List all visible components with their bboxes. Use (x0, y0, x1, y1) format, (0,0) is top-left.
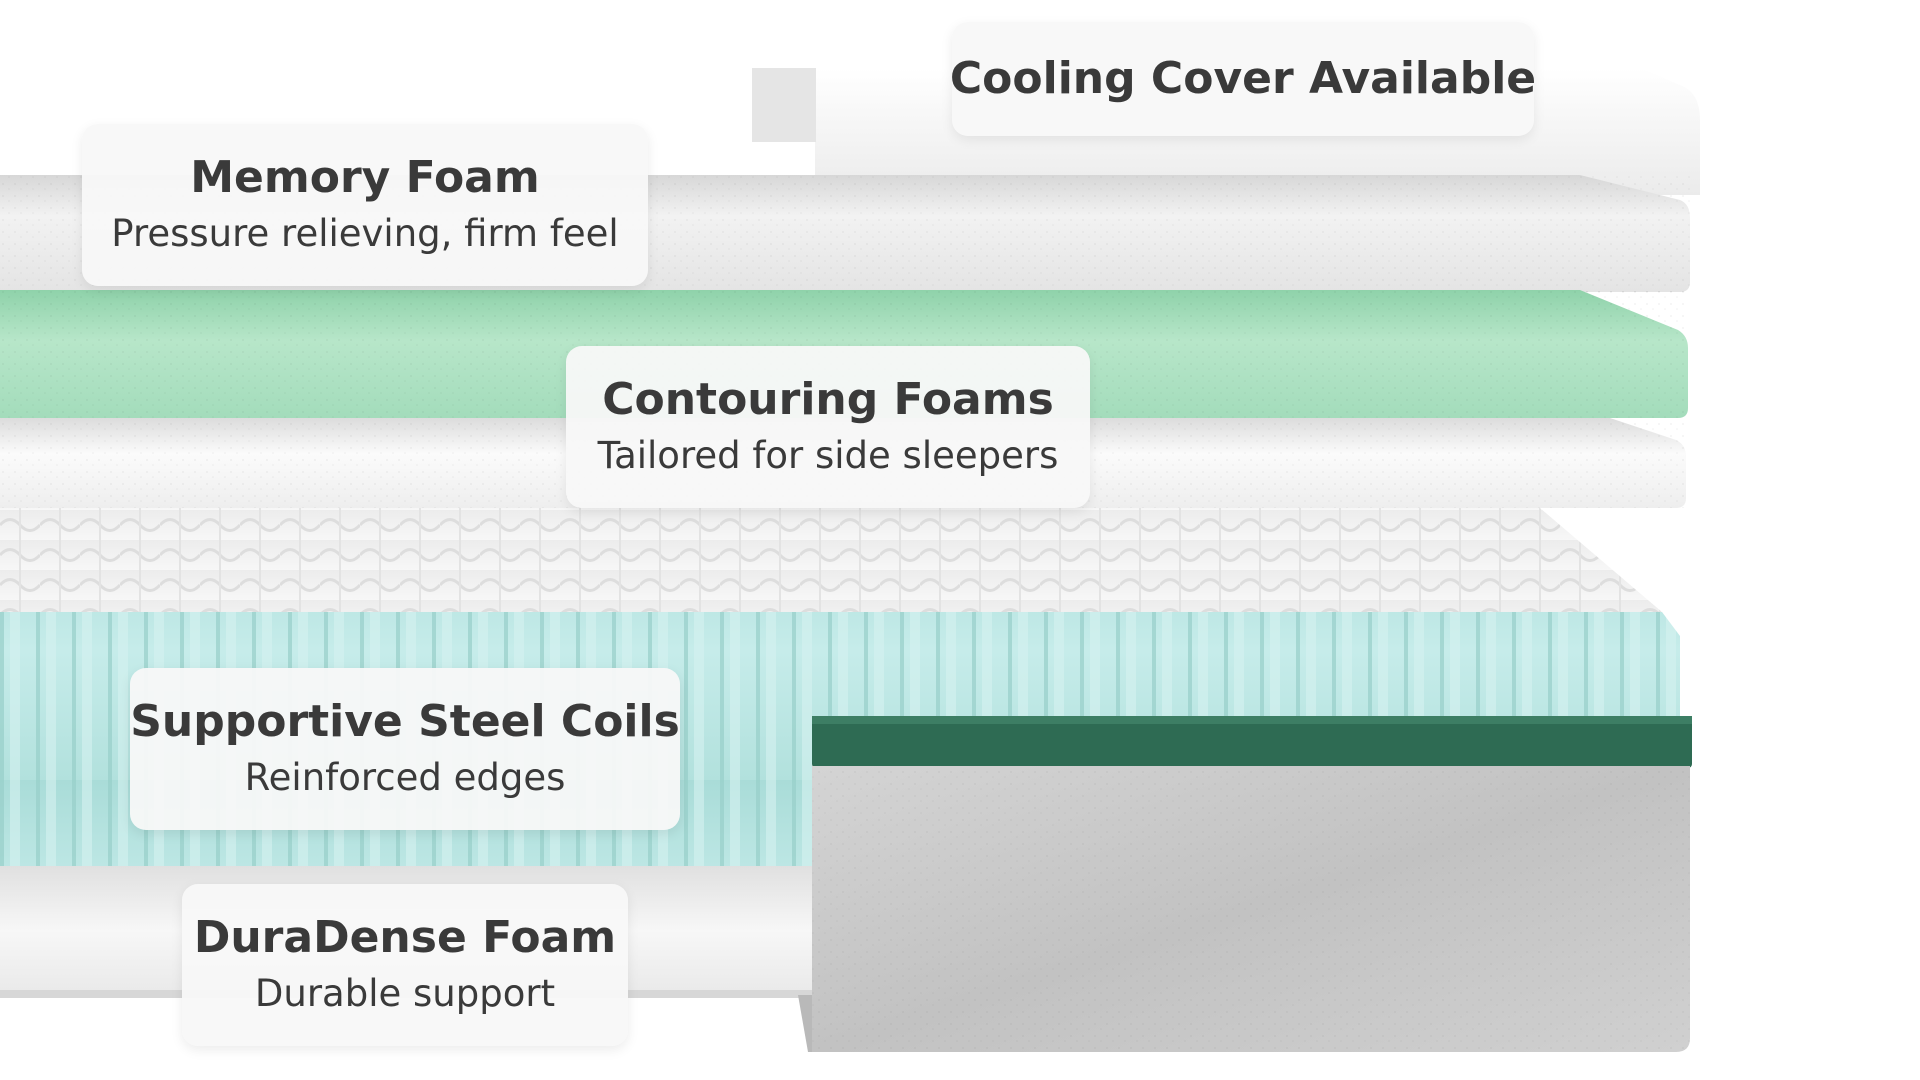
label-cooling-cover: Cooling Cover Available (949, 22, 1537, 136)
label-contouring-foams: Contouring Foams Tailored for side sleep… (566, 346, 1090, 508)
label-contouring-foams-subtitle: Tailored for side sleepers (597, 434, 1059, 478)
label-steel-coils-title: Supportive Steel Coils (130, 696, 680, 748)
label-duradense-foam-title: DuraDense Foam (193, 912, 617, 964)
label-memory-foam: Memory Foam Pressure relieving, firm fee… (82, 124, 648, 286)
label-memory-foam-subtitle: Pressure relieving, firm feel (111, 212, 619, 256)
side-cover-fabric-fold (798, 995, 812, 1052)
label-steel-coils: Supportive Steel Coils Reinforced edges (130, 668, 680, 830)
cooling-cover-edge (752, 68, 816, 142)
label-steel-coils-subtitle: Reinforced edges (244, 756, 566, 800)
side-cover-fabric-texture (812, 766, 1690, 1052)
label-contouring-foams-title: Contouring Foams (602, 374, 1054, 426)
coil-top-surface (0, 508, 1662, 612)
label-duradense-foam-subtitle: Durable support (254, 972, 556, 1016)
label-duradense-foam: DuraDense Foam Durable support (182, 884, 628, 1046)
side-cover-band (812, 716, 1692, 768)
label-cooling-cover-title: Cooling Cover Available (949, 52, 1537, 104)
side-cover-band-highlight (812, 716, 1692, 724)
label-memory-foam-title: Memory Foam (190, 152, 540, 204)
